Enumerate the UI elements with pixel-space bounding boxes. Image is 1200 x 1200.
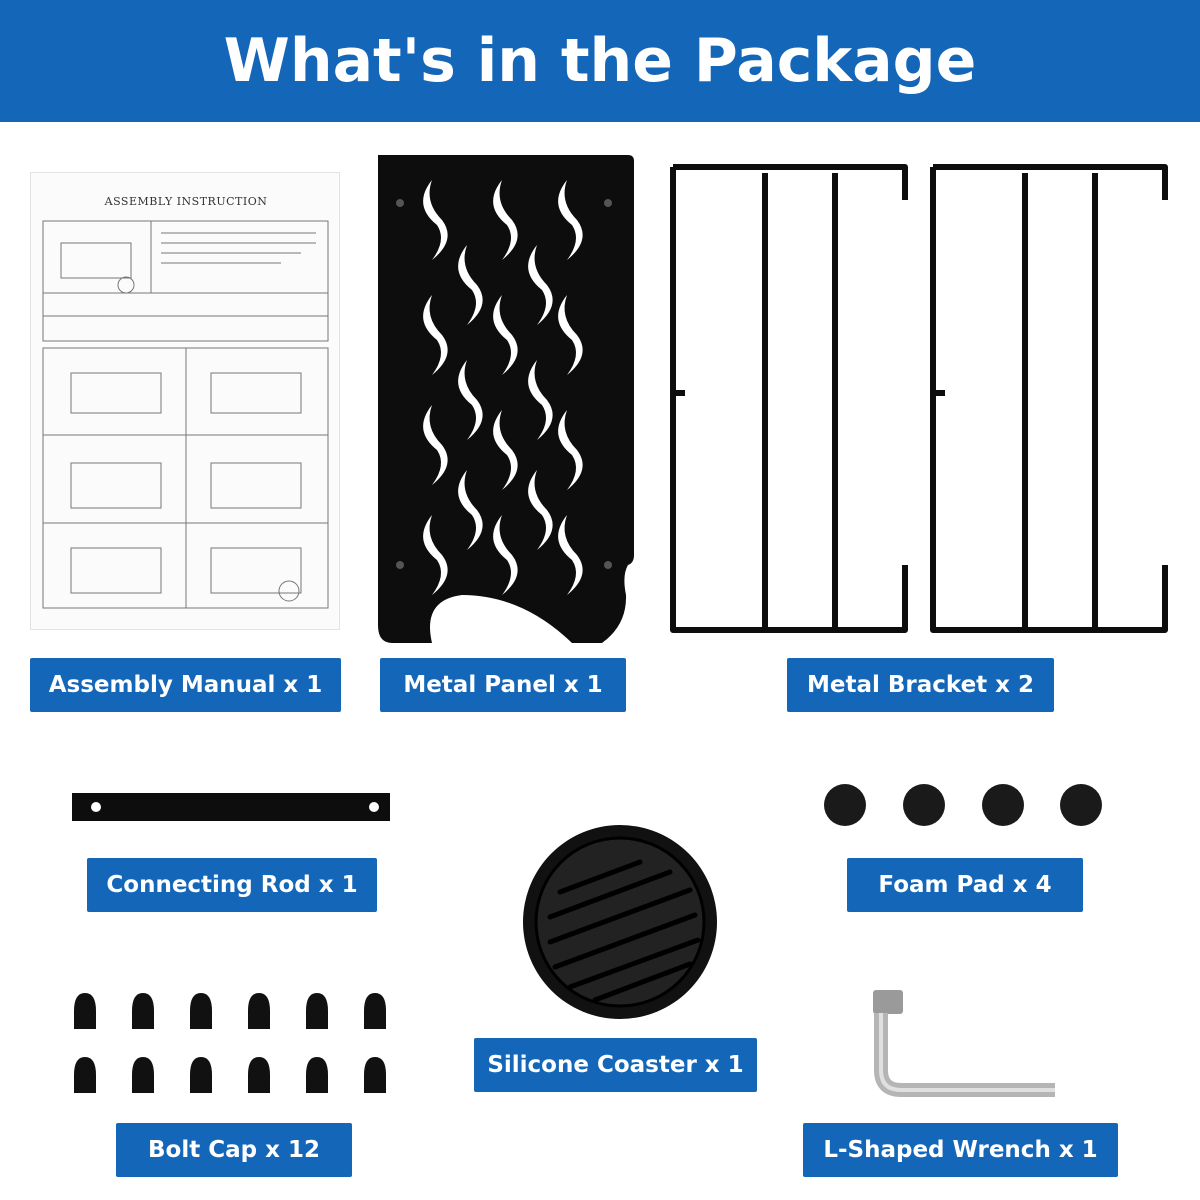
- wave-cutouts: [423, 180, 583, 595]
- silicone-coaster-image: [523, 825, 717, 1019]
- page-title: What's in the Package: [223, 26, 977, 96]
- manual-heading: ASSEMBLY INSTRUCTION: [104, 195, 268, 208]
- metal-panel-image: [378, 155, 634, 643]
- label-metal-panel: Metal Panel x 1: [380, 658, 626, 712]
- label-bolt-cap: Bolt Cap x 12: [116, 1123, 352, 1177]
- label-silicone-coaster: Silicone Coaster x 1: [474, 1038, 757, 1092]
- bolt-caps-image: [74, 993, 386, 1093]
- manual-diagrams: [42, 220, 329, 609]
- label-foam-pad: Foam Pad x 4: [847, 858, 1083, 912]
- label-connecting-rod: Connecting Rod x 1: [87, 858, 377, 912]
- metal-bracket-image: [670, 164, 1168, 633]
- header-banner: What's in the Package: [0, 0, 1200, 122]
- connecting-rod-image: [72, 793, 390, 821]
- l-wrench-image: [873, 990, 1055, 1097]
- assembly-manual-image: ASSEMBLY INSTRUCTION: [30, 172, 340, 630]
- label-assembly-manual: Assembly Manual x 1: [30, 658, 341, 712]
- foam-pads-image: [824, 784, 1102, 826]
- label-l-shaped-wrench: L-Shaped Wrench x 1: [803, 1123, 1118, 1177]
- label-metal-bracket: Metal Bracket x 2: [787, 658, 1054, 712]
